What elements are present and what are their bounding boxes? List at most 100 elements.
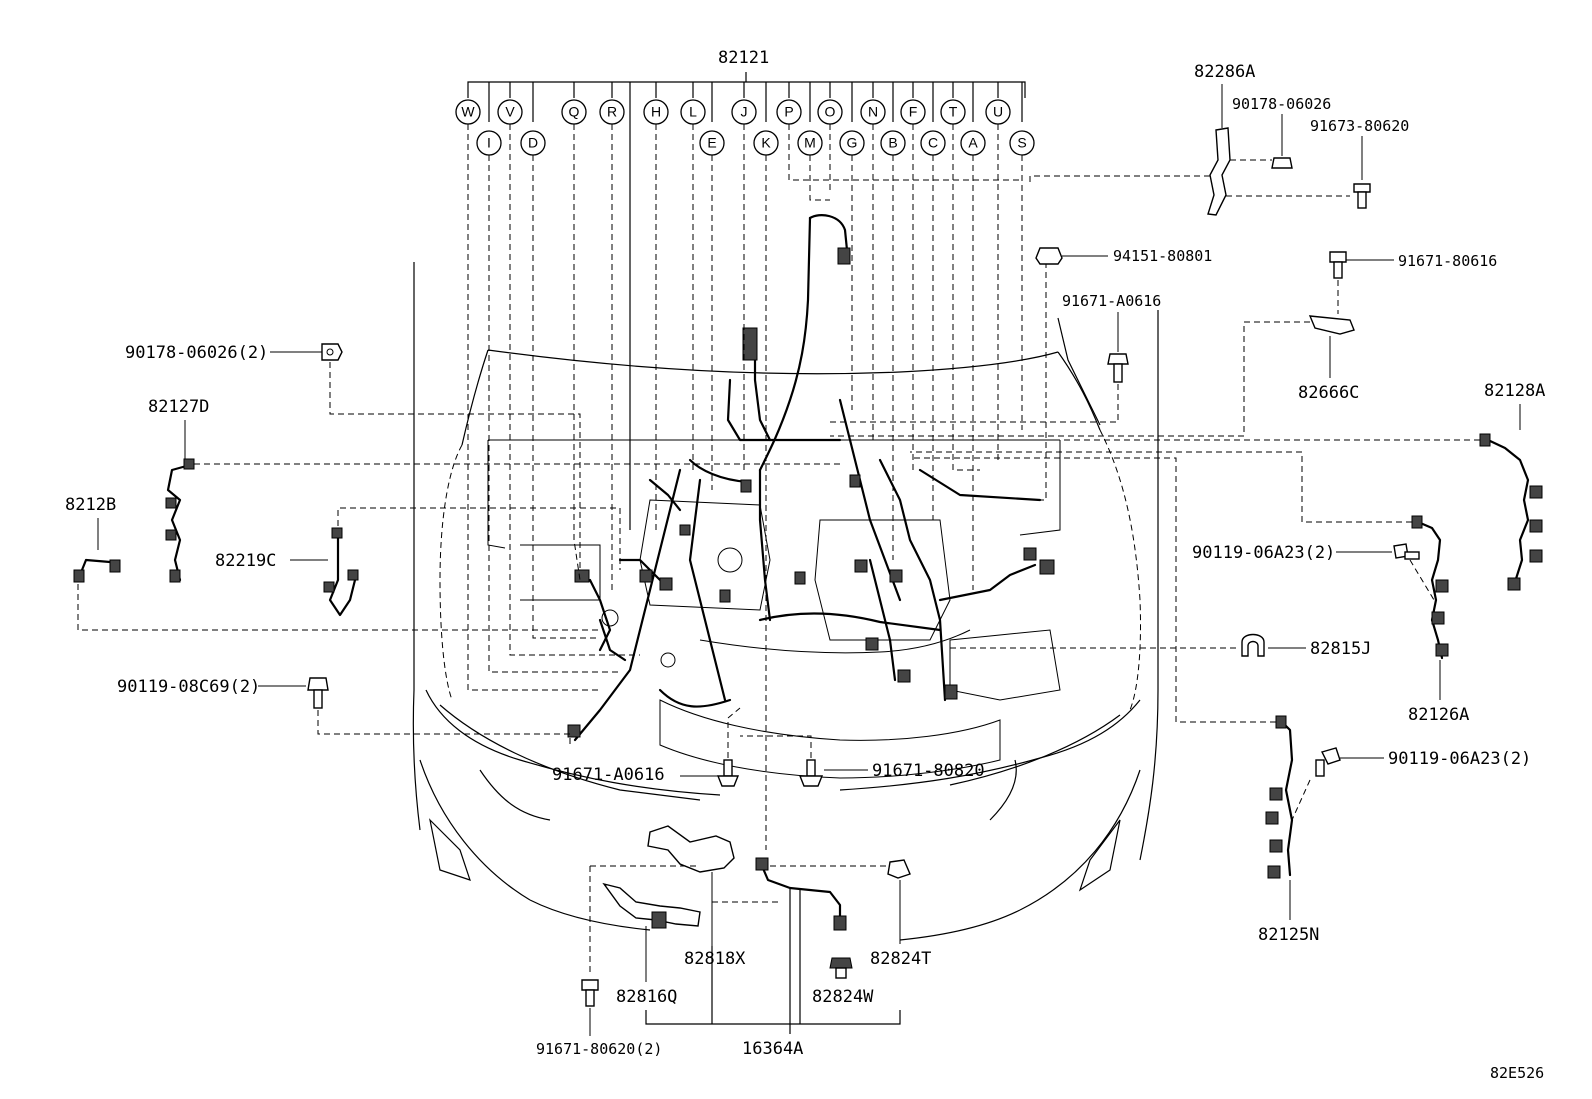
clip-82824W-icon [829,957,853,979]
label-82824T: 82824T [870,949,931,969]
connector-letter-K: K [753,130,779,156]
svg-text:R: R [607,104,617,120]
bolt-icon [581,979,599,1007]
nut-icon [270,343,343,361]
svg-text:P: P [784,104,793,120]
svg-text:M: M [804,135,816,151]
svg-text:V: V [505,104,515,120]
svg-text:I: I [487,135,491,151]
connector-letter-V: V [497,99,523,125]
bolt-icon [1315,747,1341,777]
sensor-82286A-icon [1207,127,1231,216]
label-90119-06A23-2-upper: 90119-06A23(2) [1192,543,1335,563]
connector-letter-N: N [860,99,886,125]
connector-letter-P: P [776,99,802,125]
svg-text:J: J [741,104,748,120]
label-91671-80820: 91671-80820 [872,761,985,781]
svg-text:T: T [949,104,958,120]
label-82125N: 82125N [1258,925,1319,945]
svg-text:N: N [868,104,878,120]
svg-text:G: G [847,135,858,151]
connector-letter-U: U [985,99,1011,125]
svg-text:S: S [1017,135,1026,151]
harness-82126A-icon [1411,515,1449,660]
harness-82127D-icon [165,458,195,583]
svg-text:E: E [707,135,716,151]
label-82286A: 82286A [1194,62,1255,82]
label-8212B: 8212B [65,495,116,515]
harness-82125N-icon [1265,715,1294,879]
connector-leader-lines [467,124,1047,850]
svg-text:L: L [689,104,697,120]
svg-text:W: W [461,104,475,120]
label-90119-06A23-2-lower: 90119-06A23(2) [1388,749,1531,769]
harness-8212B-icon [73,558,121,583]
connector-letter-J: J [731,99,757,125]
bracket-82818X-icon [647,825,735,873]
svg-text:H: H [651,104,661,120]
connector-letter-L: L [680,99,706,125]
svg-text:O: O [825,104,836,120]
connector-letter-Q: Q [561,99,587,125]
label-16364A: 16364A [742,1039,803,1059]
connector-letter-W: W [455,99,481,125]
label-91673-80620: 91673-80620 [1310,117,1409,135]
diagram-code: 82E526 [1490,1064,1544,1082]
connector-letter-E: E [699,130,725,156]
label-91671-A0616-top: 91671-A0616 [1062,292,1161,310]
svg-text:Q: Q [569,104,580,120]
label-82815J: 82815J [1310,639,1371,659]
nut-icon [1271,157,1293,169]
bolt-icon [307,677,329,709]
svg-text:U: U [993,104,1003,120]
clip-82815J-icon [1241,633,1265,657]
bolt-icon [1329,251,1347,279]
connector-letter-B: B [880,130,906,156]
bolt-icon [798,759,824,787]
label-91671-80620-2: 91671-80620(2) [536,1040,662,1058]
label-91671-A0616-bottom: 91671-A0616 [552,765,665,785]
svg-text:K: K [761,135,771,151]
connector-letter-T: T [940,99,966,125]
svg-text:B: B [888,135,897,151]
bracket-82816Q-icon [602,882,701,929]
connector-letter-F: F [900,99,926,125]
connector-letter-M: M [797,130,823,156]
connector-bracket [467,72,1026,530]
harness-82128A-icon [1479,433,1543,591]
hose-16364A-icon [755,857,847,931]
svg-text:D: D [528,135,538,151]
bolt-icon [716,759,740,787]
label-82128A: 82128A [1484,381,1545,401]
label-90119-08C69-2: 90119-08C69(2) [117,677,260,697]
main-harness-82121 [567,214,1055,742]
label-90178-06026: 90178-06026 [1232,95,1331,113]
bolt-icon [1393,543,1420,560]
connector-letter-O: O [817,99,843,125]
bolt-icon [1353,183,1371,209]
label-82126A: 82126A [1408,705,1469,725]
label-90178-06026-2: 90178-06026(2) [125,343,268,363]
svg-text:A: A [968,135,978,151]
connector-letter-C: C [920,130,946,156]
svg-text:F: F [909,104,918,120]
label-82824W: 82824W [812,987,874,1007]
bolt-icon [1107,353,1129,383]
svg-text:C: C [928,135,938,151]
harness-82219C-icon [323,527,359,617]
connector-letter-D: D [520,130,546,156]
nut-icon [1035,247,1063,265]
connector-letter-H: H [643,99,669,125]
label-82127D: 82127D [148,397,209,417]
label-91671-80616: 91671-80616 [1398,252,1497,270]
clip-82824T-icon [887,859,911,879]
label-94151-80801: 94151-80801 [1113,247,1212,265]
label-82818X: 82818X [684,949,746,969]
connector-letter-I: I [476,130,502,156]
connector-letter-A: A [960,130,986,156]
bracket-82666C-icon [1308,315,1355,335]
connector-letter-R: R [599,99,625,125]
connector-letter-G: G [839,130,865,156]
label-82816Q: 82816Q [616,987,677,1007]
